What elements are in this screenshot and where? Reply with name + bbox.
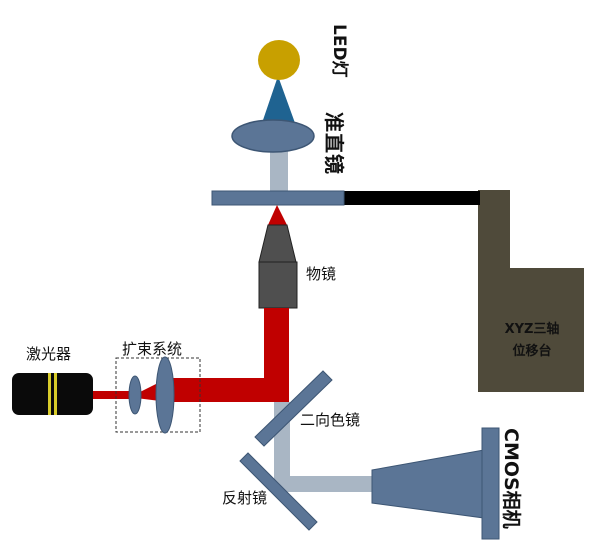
stage-arm: [344, 191, 480, 205]
laser-stripe-1: [48, 373, 51, 415]
detection-path-horizontal: [274, 476, 374, 492]
collimator-label: 准直镜: [322, 112, 346, 175]
dichroic-label: 二向色镜: [300, 411, 360, 429]
expander-lens-large: [155, 356, 175, 434]
stage-label-line1: XYZ三轴: [505, 321, 560, 337]
led-label: LED灯: [329, 24, 349, 78]
camera-label: CMOS相机: [500, 428, 522, 529]
beam-expander-box: [115, 357, 201, 433]
laser-beam-mid: [168, 378, 289, 402]
camera-lens-cone: [371, 449, 485, 519]
xyz-stage: [478, 190, 584, 392]
reflective-mirror: [239, 452, 318, 531]
objective-label: 物镜: [306, 265, 336, 283]
camera-body: [481, 427, 500, 540]
collimator-lens: [231, 119, 315, 153]
sample-plate: [211, 190, 345, 206]
led-light-cone: [262, 76, 295, 123]
expander-lens-small: [128, 375, 142, 415]
laser-focus-cone: [268, 205, 287, 225]
laser-beam-narrow: [92, 391, 136, 399]
mirror-label: 反射镜: [222, 489, 267, 507]
laser-label: 激光器: [26, 345, 71, 363]
objective-body: [258, 261, 298, 309]
beam-expander-label: 扩束系统: [122, 340, 182, 358]
dichroic-mirror: [254, 370, 333, 447]
led-bulb: [258, 40, 300, 80]
laser-beam-vertical: [264, 308, 289, 390]
stage-label-line2: 位移台: [512, 343, 551, 359]
laser-body: [12, 373, 93, 415]
objective-tip: [258, 224, 297, 263]
laser-stripe-2: [54, 373, 57, 415]
